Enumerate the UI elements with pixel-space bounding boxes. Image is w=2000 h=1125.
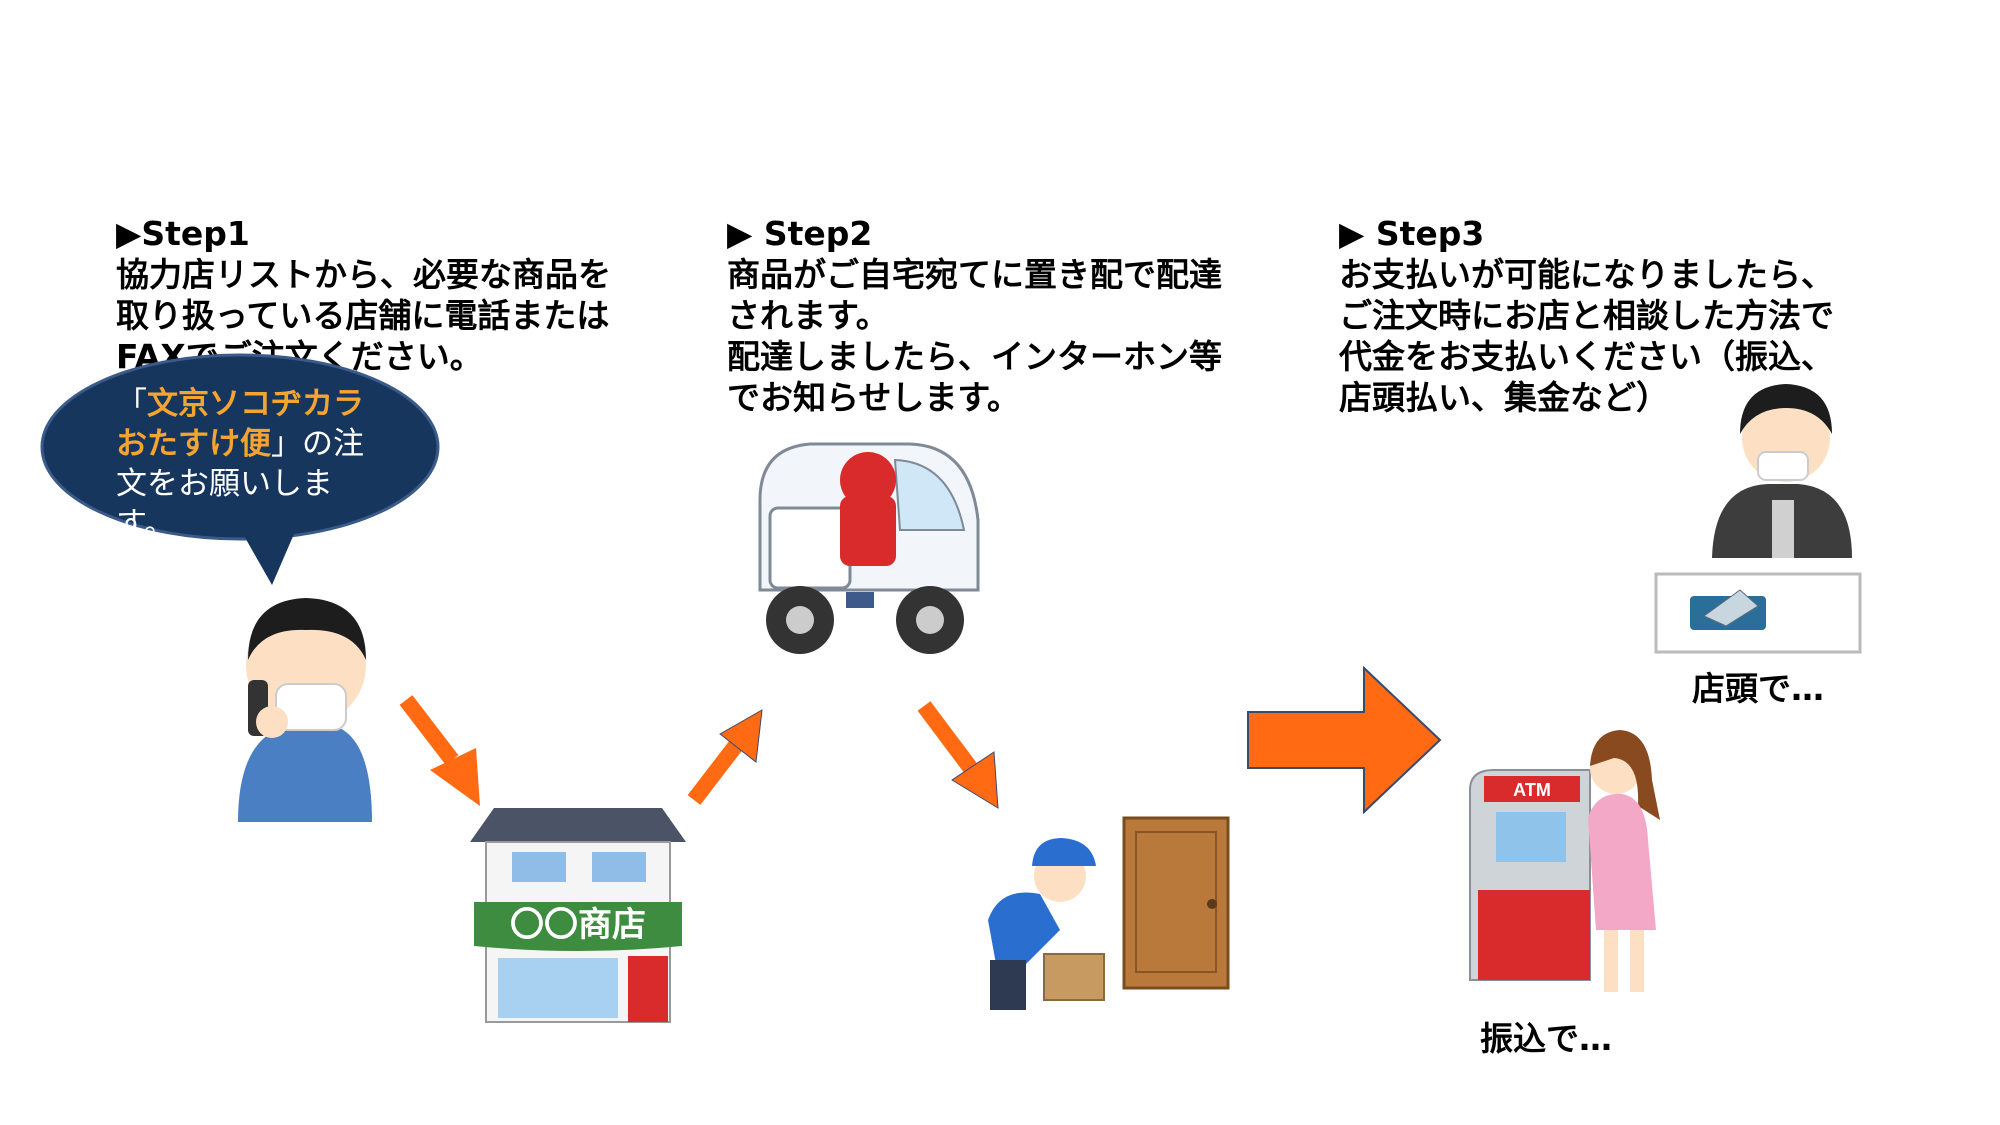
arrow-down-right-2 bbox=[917, 701, 999, 809]
shop-illustration: 〇〇商店 bbox=[470, 808, 686, 1023]
delivery-scooter-illustration bbox=[758, 442, 980, 654]
speech-bubble bbox=[40, 353, 440, 585]
atm-label: ATM bbox=[1513, 780, 1551, 800]
bubble-open-bracket: 「 bbox=[116, 386, 147, 422]
arrow-up-right bbox=[687, 709, 763, 805]
step1-heading: ▶Step1 bbox=[116, 214, 250, 253]
step3-body: お支払いが可能になりましたら、 ご注文時にお店と相談した方法で 代金をお支払いく… bbox=[1339, 255, 1834, 417]
arrow-down-right-1 bbox=[399, 695, 480, 806]
store-caption: 店頭で… bbox=[1692, 669, 1824, 708]
atm-caption: 振込で… bbox=[1480, 1019, 1612, 1058]
arrow-right-large bbox=[1247, 665, 1442, 815]
step2-body: 商品がご自宅宛てに置き配で配達 されます。 配達しましたら、インターホン等 でお… bbox=[727, 255, 1222, 417]
speech-bubble-text: 「文京ソコヂカラ おたすけ便」の注 文をお願いします。 bbox=[116, 384, 386, 544]
doorstep-delivery-illustration bbox=[988, 816, 1230, 1010]
shop-sign: 〇〇商店 bbox=[510, 906, 646, 944]
counter-payment-illustration bbox=[1654, 384, 1862, 654]
person-on-phone-illustration bbox=[238, 598, 372, 822]
atm-payment-illustration: ATM bbox=[1469, 730, 1660, 992]
bubble-highlight-line2: おたすけ便 bbox=[116, 426, 271, 462]
step2-heading: ▶ Step2 bbox=[727, 214, 873, 253]
bubble-highlight-line1: 文京ソコヂカラ bbox=[147, 386, 364, 422]
bubble-line3: 文をお願いします。 bbox=[116, 466, 333, 542]
bubble-rest-line2: 」の注 bbox=[271, 426, 364, 462]
step3-heading: ▶ Step3 bbox=[1339, 214, 1485, 253]
